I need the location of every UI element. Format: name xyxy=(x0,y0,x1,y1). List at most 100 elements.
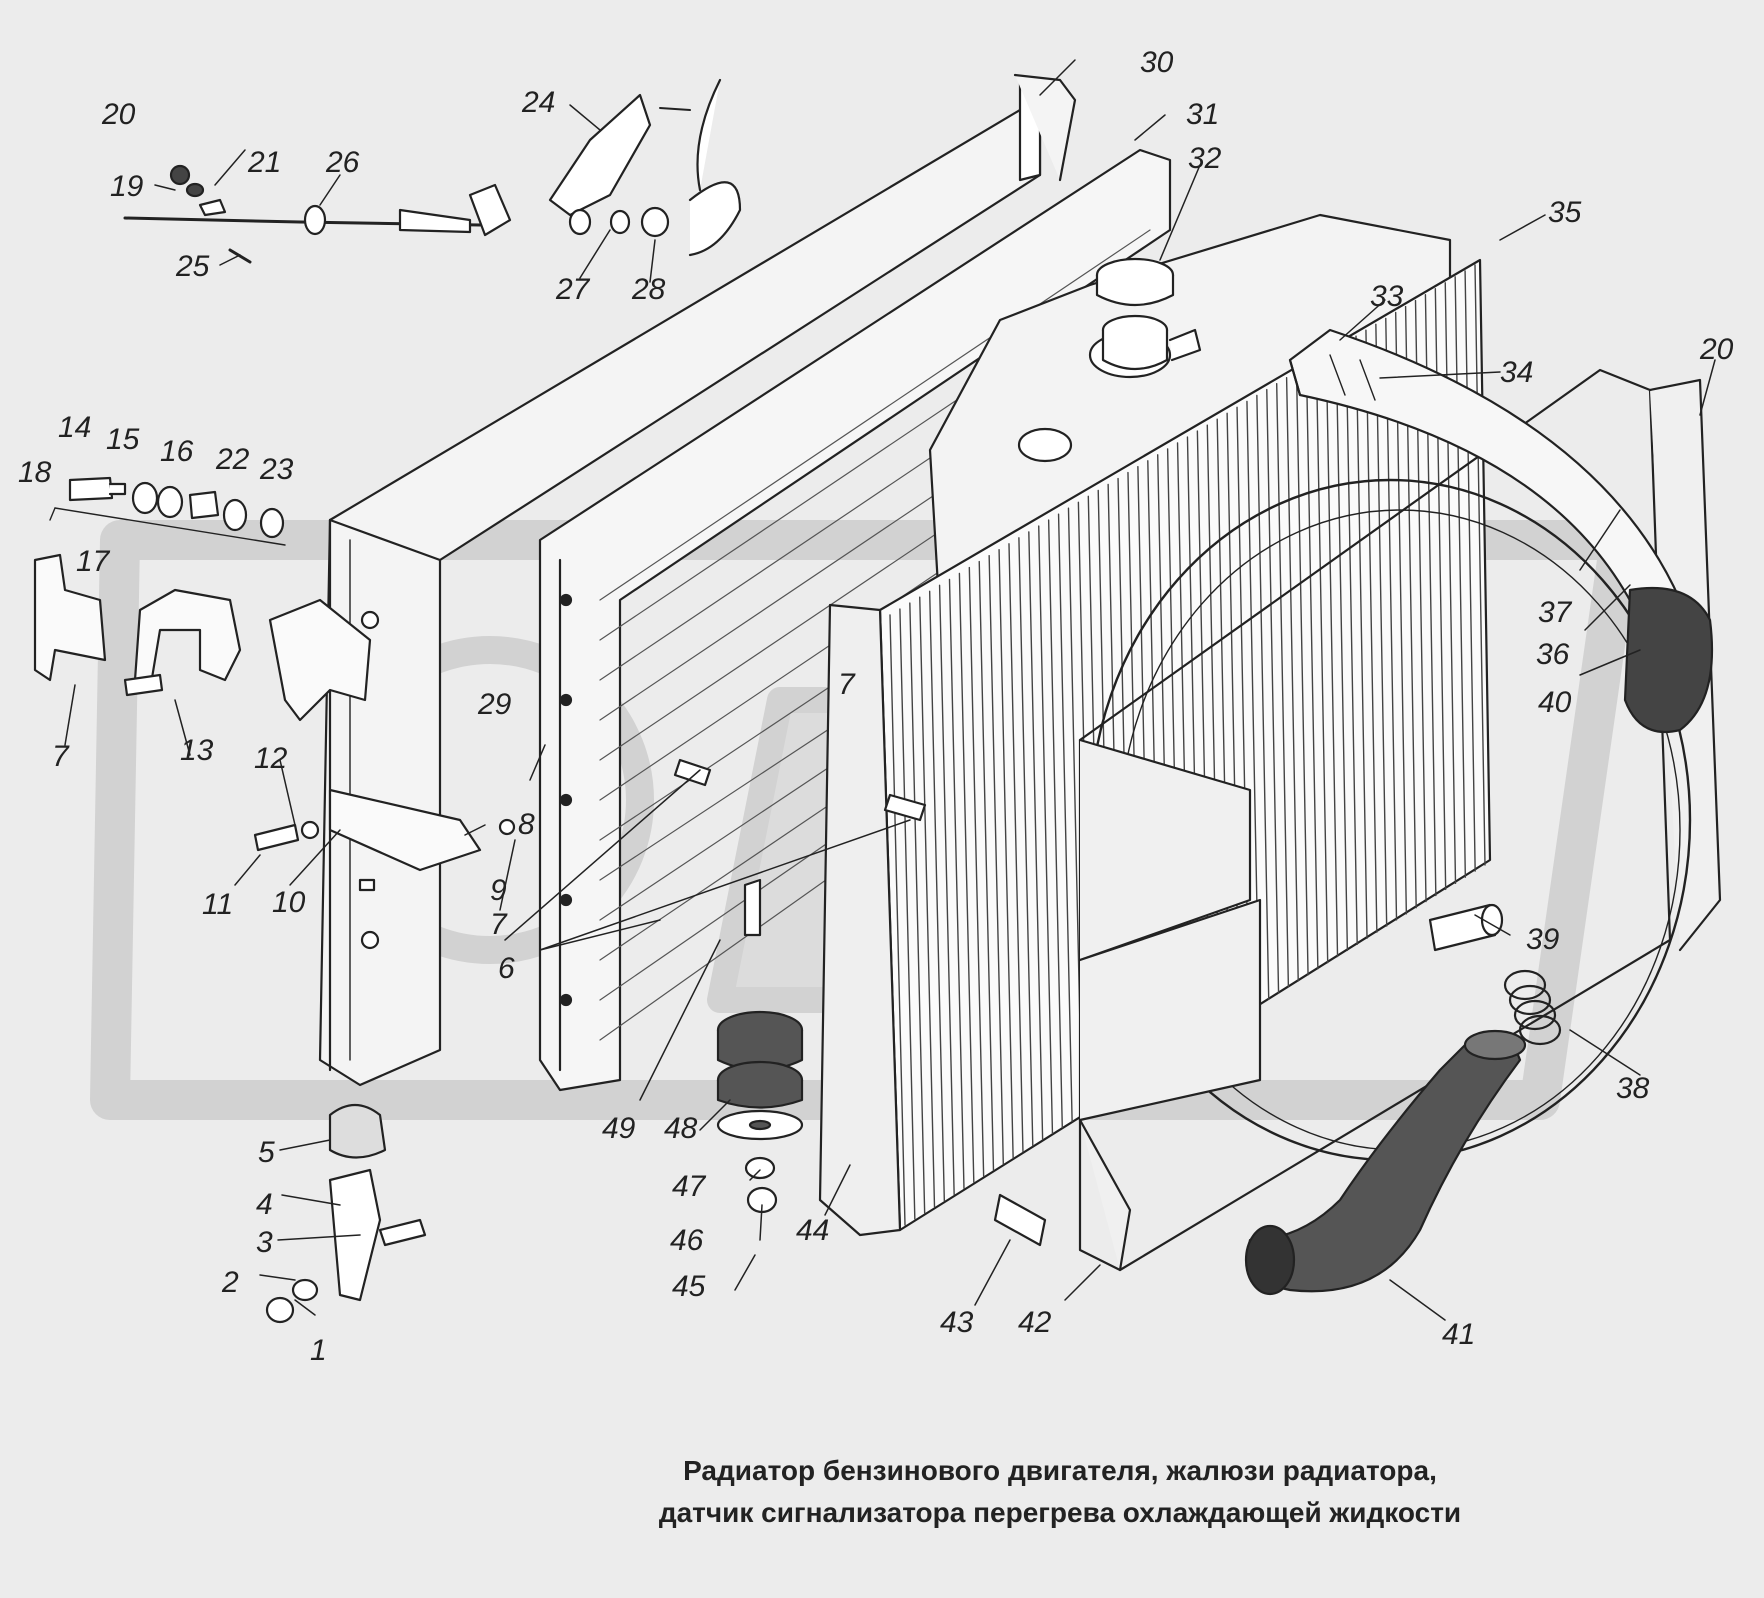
radiator-fin xyxy=(1315,359,1329,964)
callout-number: 9 xyxy=(490,874,507,907)
callout-number: 2 xyxy=(222,1266,239,1299)
callout-number: 38 xyxy=(1616,1072,1650,1105)
callout-number: 20 xyxy=(102,98,136,131)
callout-number: 29 xyxy=(478,688,512,721)
radiator-fin xyxy=(988,554,1005,1165)
bracket-17 xyxy=(133,588,242,692)
callout-number: 42 xyxy=(1018,1306,1052,1339)
bracket-10 xyxy=(268,598,482,872)
spring xyxy=(1503,969,1562,1046)
radiator-fin xyxy=(978,560,995,1171)
callout-number: 35 xyxy=(1548,196,1582,229)
radiator-fin xyxy=(948,578,965,1190)
callout-number: 28 xyxy=(632,273,666,306)
callout-number: 18 xyxy=(18,456,52,489)
callout-number: 4 xyxy=(256,1188,273,1221)
callout-number: 16 xyxy=(160,435,194,468)
radiator-fin xyxy=(1375,323,1388,927)
callout-number: 20 xyxy=(1700,333,1734,366)
caption-line-2: датчик сигнализатора перегрева охлаждающ… xyxy=(658,1497,1462,1528)
callout-number: 36 xyxy=(1536,638,1570,671)
radiator-fin xyxy=(1325,353,1339,958)
upper-radiator-hose xyxy=(1288,328,1714,734)
radiator-fin xyxy=(958,572,975,1183)
radiator-fin xyxy=(1464,270,1476,872)
callout-number: 10 xyxy=(272,886,306,919)
callout-number: 30 xyxy=(1140,46,1174,79)
radiator-fin xyxy=(1038,525,1054,1135)
callout-number: 17 xyxy=(76,545,110,578)
callout-number: 31 xyxy=(1186,98,1220,131)
callout-number: 5 xyxy=(258,1136,275,1169)
radiator-fin xyxy=(1047,519,1063,1129)
callout-number: 33 xyxy=(1370,280,1404,313)
callout-number: 8 xyxy=(518,808,535,841)
callout-number: 37 xyxy=(1538,596,1572,629)
radiator-fin xyxy=(1345,341,1358,946)
radiator-fin xyxy=(1335,347,1349,952)
radiator-fin xyxy=(1454,276,1467,878)
radiator-fin xyxy=(899,608,916,1220)
callout-number: 41 xyxy=(1442,1318,1476,1351)
radiator-fin xyxy=(1474,264,1486,866)
callout-number: 1 xyxy=(310,1334,327,1367)
callout-number: 7 xyxy=(490,908,507,941)
callout-number: 27 xyxy=(556,273,590,306)
radiator-fin xyxy=(1057,513,1073,1122)
radiator-filler-cap xyxy=(1095,257,1202,370)
radiator-fin xyxy=(998,549,1014,1159)
callout-number: 34 xyxy=(1500,356,1534,389)
radiator-fin xyxy=(909,602,926,1214)
radiator-fin xyxy=(919,596,936,1208)
bolts xyxy=(123,673,1047,1247)
radiator-fin xyxy=(1018,537,1034,1147)
radiator-fin xyxy=(1285,377,1299,982)
radiator-fin xyxy=(928,590,946,1202)
callout-number: 44 xyxy=(796,1214,830,1247)
callout-number: 23 xyxy=(260,453,294,486)
radiator-fin xyxy=(968,566,985,1177)
lower-radiator-hose xyxy=(1244,1029,1527,1296)
callout-number: 19 xyxy=(110,170,144,203)
radiator-fin xyxy=(1275,382,1290,988)
callout-number: 12 xyxy=(254,742,288,775)
drain-cock xyxy=(1428,903,1504,952)
leader-lines xyxy=(64,59,1716,1321)
radiator-fin xyxy=(1266,388,1280,994)
radiator-fin xyxy=(1028,531,1044,1141)
callout-number: 6 xyxy=(498,952,515,985)
callout-number: 47 xyxy=(672,1170,706,1203)
callout-number: 25 xyxy=(176,250,210,283)
callout-number: 45 xyxy=(672,1270,706,1303)
callout-number: 7 xyxy=(52,740,69,773)
callout-number: 39 xyxy=(1526,923,1560,956)
bracket-18 xyxy=(33,553,107,682)
callout-number: 43 xyxy=(940,1306,974,1339)
radiator-core xyxy=(818,258,1492,1237)
radiator-fin xyxy=(889,614,906,1226)
callout-number: 15 xyxy=(106,423,140,456)
callout-number: 40 xyxy=(1538,686,1572,719)
callout-number: 26 xyxy=(326,146,360,179)
callout-number: 48 xyxy=(664,1112,698,1145)
callout-number: 7 xyxy=(838,668,855,701)
callout-number: 13 xyxy=(180,734,214,767)
radiator-fin xyxy=(1008,543,1024,1153)
callout-number: 32 xyxy=(1188,142,1222,175)
callout-number: 49 xyxy=(602,1112,636,1145)
rubber-cushions xyxy=(716,878,804,1214)
mount-parts-left xyxy=(265,1103,427,1324)
callout-number: 21 xyxy=(248,146,282,179)
callout-number: 14 xyxy=(58,411,92,444)
louver-control-rod xyxy=(123,78,742,264)
radiator-fin xyxy=(1305,365,1319,970)
radiator-fin xyxy=(1365,329,1378,933)
callout-number: 22 xyxy=(216,443,250,476)
caption-line-1: Радиатор бензинового двигателя, жалюзи р… xyxy=(683,1455,1437,1486)
callout-number: 24 xyxy=(522,86,556,119)
radiator-fin xyxy=(938,584,955,1196)
callout-number: 3 xyxy=(256,1226,273,1259)
radiator-fin xyxy=(1355,335,1368,939)
